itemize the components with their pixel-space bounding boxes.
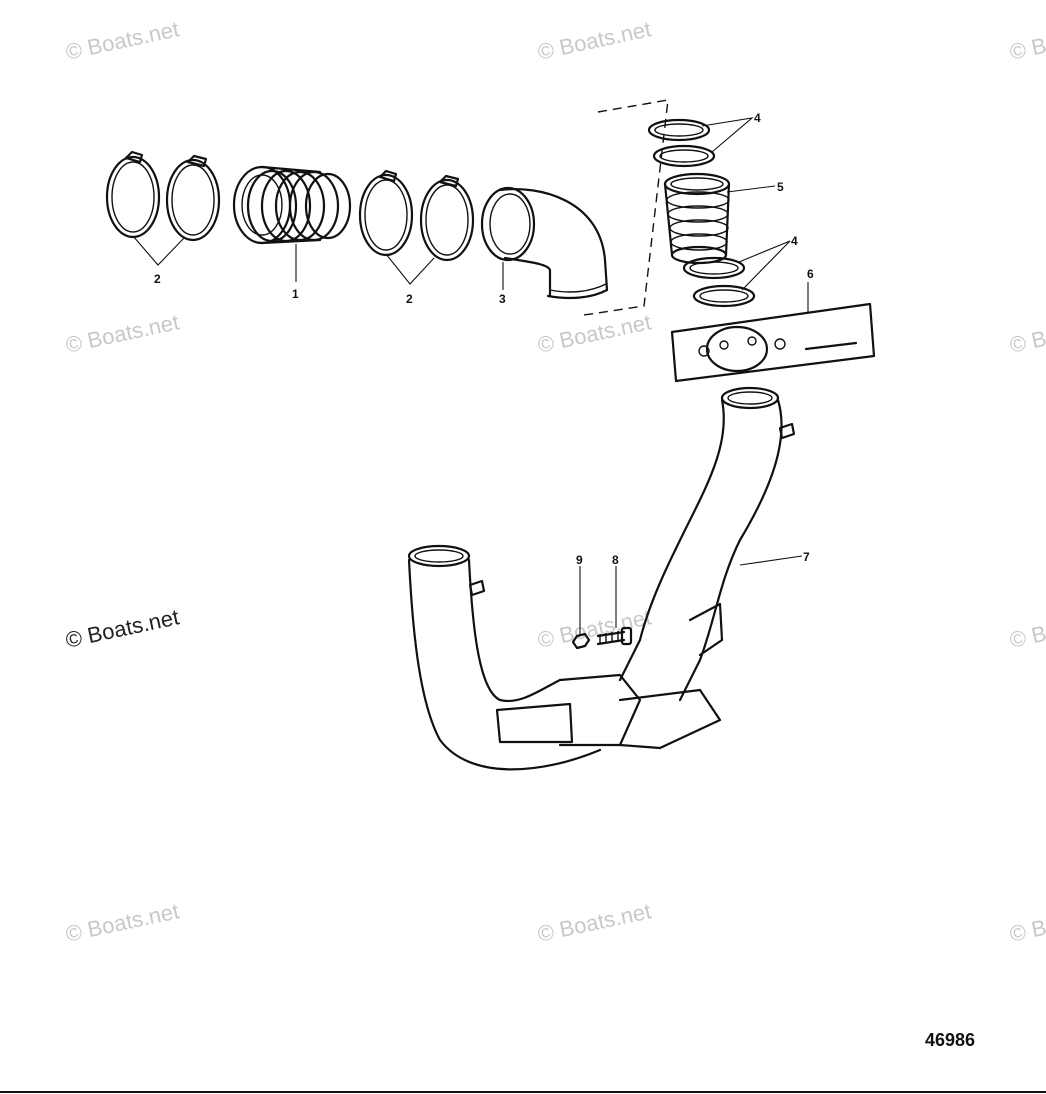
callout-5: 5 — [777, 180, 784, 194]
assembly-bracket — [583, 99, 669, 316]
nut — [571, 632, 591, 650]
leader-2-left — [132, 235, 185, 266]
callout-3: 3 — [499, 292, 506, 306]
callout-1: 1 — [292, 287, 299, 301]
leader-7 — [739, 555, 803, 566]
callout-6: 6 — [807, 267, 814, 281]
callout-4-upper: 4 — [754, 111, 761, 125]
hose-clamp-lower-2 — [692, 284, 756, 308]
hose-clamp-right-1 — [358, 169, 414, 257]
hose-clamp-left-1 — [105, 150, 161, 239]
bottom-divider — [0, 1091, 1046, 1093]
callout-4-lower: 4 — [791, 234, 798, 248]
hose-clamp-right-2 — [419, 174, 475, 262]
exhaust-elbow — [480, 186, 609, 300]
vertical-bellows-hose — [663, 172, 731, 265]
bellows-hose — [232, 165, 352, 245]
y-pipe — [407, 386, 796, 771]
callout-9: 9 — [576, 553, 583, 567]
callout-2-right: 2 — [406, 292, 413, 306]
leader-4-upper — [701, 117, 754, 153]
hose-clamp-upper-1 — [647, 118, 711, 142]
bolt — [596, 626, 633, 646]
callout-2-left: 2 — [154, 272, 161, 286]
leader-5 — [726, 185, 776, 193]
mounting-plate — [670, 302, 876, 383]
callout-7: 7 — [803, 550, 810, 564]
figure-number: 46986 — [925, 1030, 976, 1050]
hose-clamp-upper-2 — [652, 144, 716, 168]
leader-2-right — [385, 253, 435, 285]
callout-8: 8 — [612, 553, 619, 567]
leader-4-lower — [738, 240, 791, 291]
hose-clamp-left-2 — [165, 154, 221, 242]
hose-clamp-lower-1 — [682, 256, 746, 280]
